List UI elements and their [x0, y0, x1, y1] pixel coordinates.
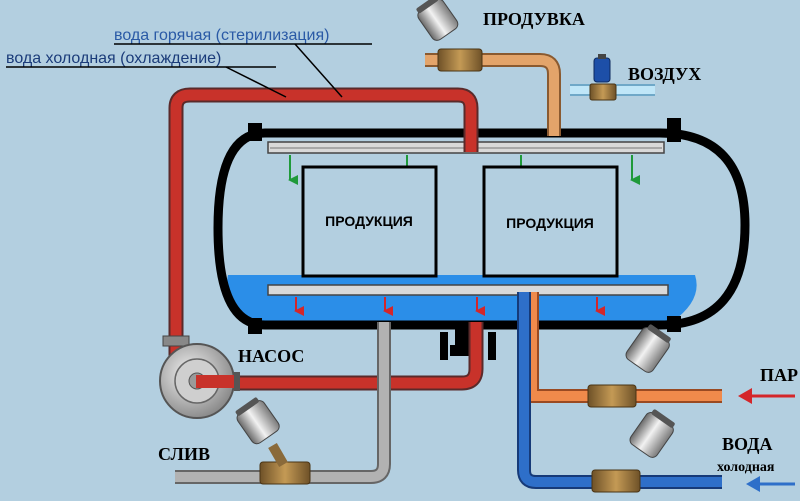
cold-water-annotation: вода холодная (охлаждение) — [6, 50, 287, 98]
pump-label: НАСОС — [238, 346, 304, 366]
solenoid-valve-icon — [589, 54, 617, 101]
hot-water-pipe — [168, 87, 484, 391]
hot-water-annotation: вода горячая (стерилизация) — [114, 27, 372, 98]
cold-water-cooling-label: вода холодная (охлаждение) — [6, 50, 221, 67]
pump-icon: НАСОС — [159, 335, 304, 419]
angle-seat-valve-icon — [416, 0, 483, 72]
product-label-1: ПРОДУКЦИЯ — [325, 213, 413, 229]
drain-pipe: СЛИВ — [158, 322, 391, 484]
cold-water-pipe: ВОДА холодная — [517, 292, 795, 492]
product-box-2: ПРОДУКЦИЯ — [482, 165, 619, 278]
drain-label: СЛИВ — [158, 444, 210, 464]
arrow-left-icon — [746, 476, 795, 492]
purge-label: ПРОДУВКА — [483, 9, 585, 29]
product-box-1: ПРОДУКЦИЯ — [301, 165, 438, 278]
angle-seat-valve-icon — [587, 324, 671, 408]
angle-seat-valve-icon — [591, 409, 675, 493]
steam-pipe: ПАР — [525, 292, 798, 404]
air-label: ВОЗДУХ — [628, 64, 701, 84]
arrow-left-icon — [738, 388, 795, 404]
cold-label: холодная — [717, 460, 775, 475]
hot-water-label: вода горячая (стерилизация) — [114, 27, 329, 44]
purge-pipe: ПРОДУВКА — [425, 9, 585, 136]
bottom-spray-bar — [267, 284, 669, 316]
water-label: ВОДА — [722, 434, 773, 454]
product-label-2: ПРОДУКЦИЯ — [506, 215, 594, 231]
water-level — [227, 275, 697, 322]
angle-seat-valve-icon — [235, 397, 311, 485]
steam-label: ПАР — [760, 365, 798, 385]
